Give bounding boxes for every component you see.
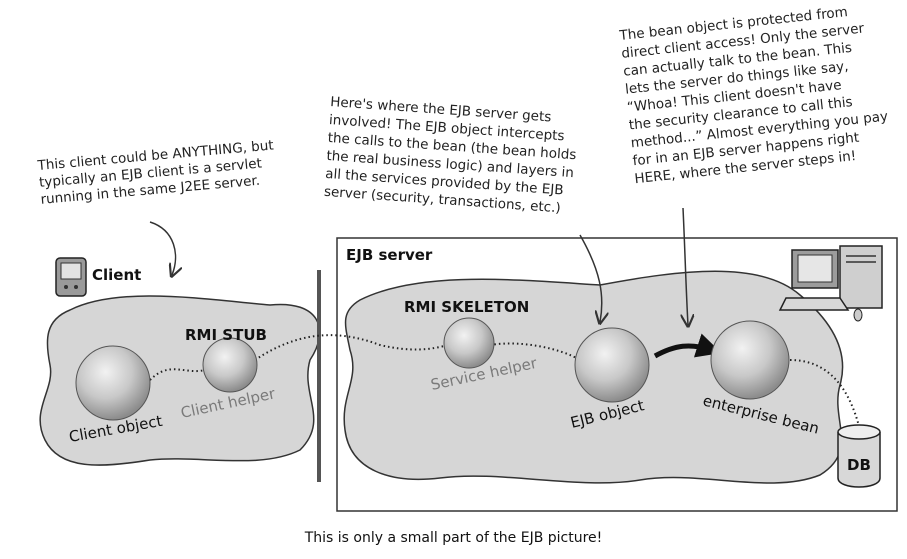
db-cylinder-icon <box>837 424 881 488</box>
client-blob <box>39 295 321 466</box>
client-helper-ball <box>202 337 258 393</box>
figure-caption: This is only a small part of the EJB pic… <box>304 530 603 546</box>
client-object-ball <box>75 345 151 421</box>
client-label: Client <box>92 266 141 284</box>
client-note: This client could be ANYTHING, but typic… <box>36 137 274 207</box>
ejb-object-ball <box>574 327 650 403</box>
ejb-server-note-arrow <box>579 234 602 322</box>
connector-stub-to-skeleton <box>254 334 449 361</box>
bean-note-arrow <box>683 207 688 325</box>
bean-note: The bean object is protected from direct… <box>618 4 889 187</box>
db-label: DB <box>847 456 871 474</box>
ejb-object-to-bean-arrow <box>653 333 722 359</box>
service-helper-ball <box>443 317 495 369</box>
connector-bean-to-db <box>789 359 861 431</box>
connector-skeleton-to-ejb-object <box>489 342 581 361</box>
client-device-icon <box>55 257 87 297</box>
rmi-stub-label: RMI STUB <box>185 326 267 344</box>
enterprise-bean-ball <box>710 320 790 400</box>
client-note-arrow <box>149 221 176 275</box>
rmi-skeleton-label: RMI SKELETON <box>404 298 529 316</box>
ejb-server-note: Here's where the EJB server gets involve… <box>323 94 576 216</box>
ejb-server-label: EJB server <box>346 246 433 264</box>
server-computer-icon <box>778 245 883 322</box>
